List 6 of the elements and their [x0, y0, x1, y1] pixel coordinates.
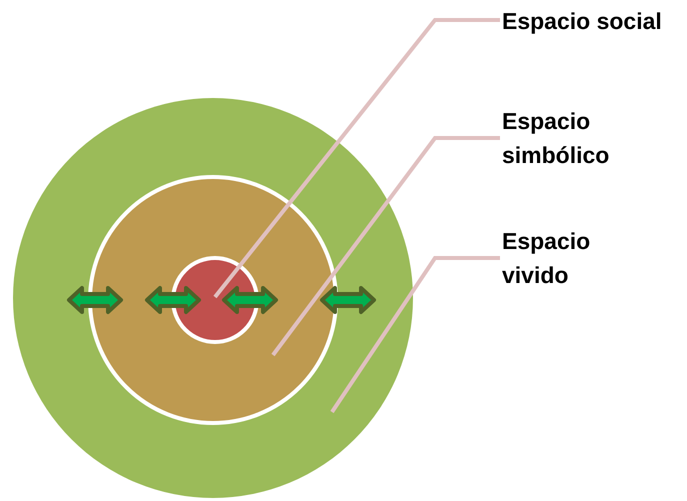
leader-label: Espacio social: [502, 4, 682, 38]
leader-line: [213, 18, 500, 298]
leader-line: [271, 136, 500, 356]
leader-line: [330, 256, 500, 414]
leader-label: Espacio simbólico: [502, 104, 652, 172]
leader-label: Espacio vivido: [502, 224, 652, 292]
